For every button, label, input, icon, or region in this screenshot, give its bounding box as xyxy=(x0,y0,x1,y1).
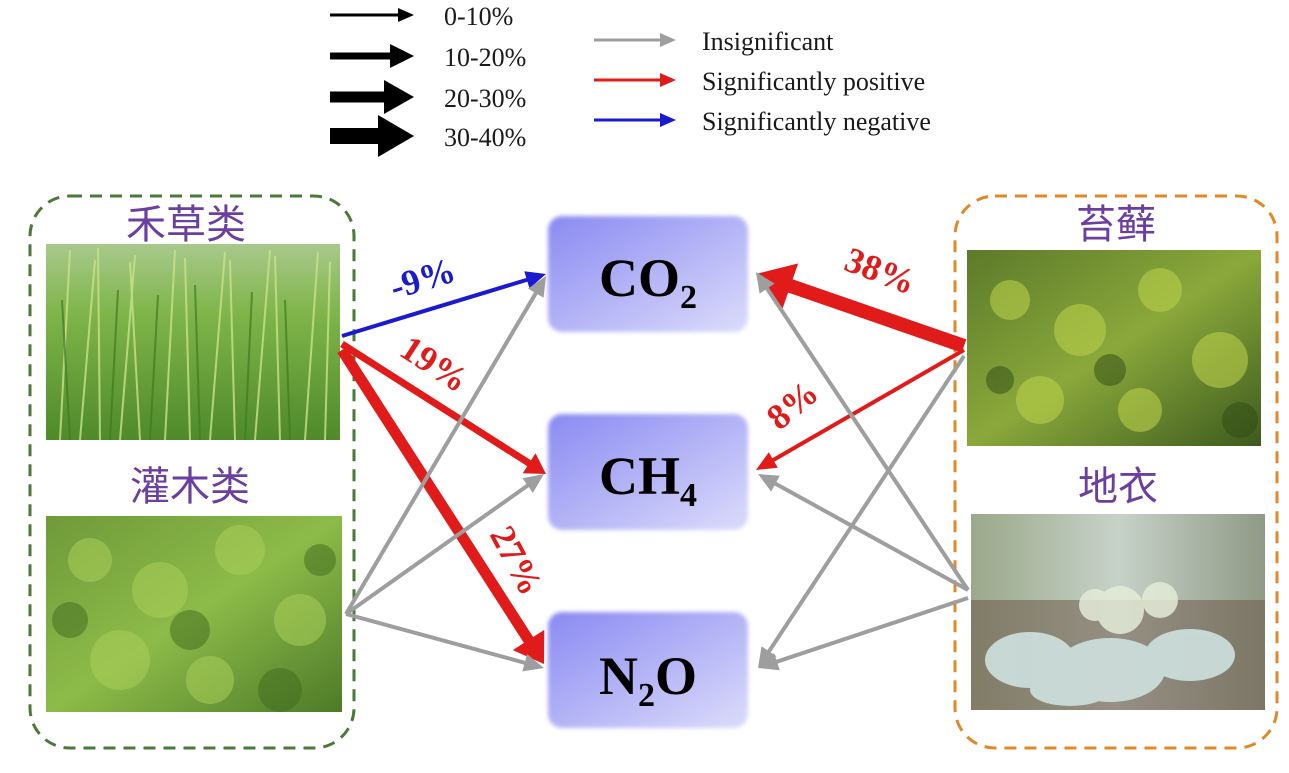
gas-n2o-tail: O xyxy=(655,646,697,706)
arrow-shrub-n2o xyxy=(345,612,544,672)
arrow-lichen-ch4 xyxy=(758,474,969,592)
arrow-lichen-n2o-shaft xyxy=(774,596,969,665)
arrow-grass-co2-shaft xyxy=(341,277,530,338)
arrow-grass-n2o-shaft xyxy=(337,347,535,645)
moss-photo xyxy=(967,250,1261,446)
arrow-shrub-n2o-head xyxy=(522,654,544,672)
lichen-photo xyxy=(971,514,1265,710)
arrow-grass-ch4-head xyxy=(522,453,546,474)
svg-text:N2O: N2O xyxy=(599,646,697,714)
gas-n2o-main: N xyxy=(599,646,638,706)
arrow-moss-co2-shaft xyxy=(786,278,967,353)
effect-label-grass-co2: -9% xyxy=(385,250,460,308)
effect-label-grass-ch4: 19% xyxy=(393,328,475,401)
arrow-shrub-ch4-head xyxy=(522,474,544,493)
arrow-shrub-ch4 xyxy=(344,474,544,616)
grass-label: 禾草类 xyxy=(126,202,246,248)
legend-width-label: 0-10% xyxy=(444,2,513,31)
arrows xyxy=(337,263,970,672)
arrow-moss-ch4 xyxy=(756,348,965,470)
arrow-shrub-co2 xyxy=(344,276,546,616)
arrow-lichen-co2 xyxy=(756,272,970,592)
gas-box-ch4: CH4 xyxy=(548,414,748,530)
shrub-label: 灌木类 xyxy=(130,464,250,510)
grass-photo xyxy=(46,244,340,441)
arrow-moss-co2 xyxy=(756,263,967,353)
shrub-photo xyxy=(46,516,342,712)
moss-label: 苔藓 xyxy=(1076,202,1156,248)
arrow-lichen-ch4-head xyxy=(758,474,780,492)
legend-effect-label: Significantly negative xyxy=(702,107,931,136)
arrow-shrub-ch4-shaft xyxy=(344,482,531,616)
legend-width-item: 20-30% xyxy=(330,80,526,114)
arrow-grass-co2 xyxy=(341,271,546,338)
arrow-grass-co2-head xyxy=(524,271,546,289)
gas-n2o-sub: 2 xyxy=(638,677,655,714)
legend-effect-label: Insignificant xyxy=(702,27,834,56)
legend-effect-label: Significantly positive xyxy=(702,67,925,96)
legend-width-label: 30-40% xyxy=(444,123,526,152)
gas-co2-main: CO xyxy=(599,248,680,308)
arrow-moss-n2o-head xyxy=(758,646,777,668)
legend-effect-item: Significantly positive xyxy=(594,67,925,96)
gas-box-co2: CO2 xyxy=(548,216,748,332)
arrow-moss-ch4-head xyxy=(756,452,778,470)
legend-width-item: 0-10% xyxy=(330,2,513,31)
nonvascular-group-box xyxy=(953,194,1279,750)
arrow-shrub-n2o-shaft xyxy=(345,612,528,666)
vascular-group-box xyxy=(28,194,356,750)
arrow-grass-ch4 xyxy=(340,341,546,474)
legend-width-item: 10-20% xyxy=(330,43,526,72)
arrow-grass-n2o-head xyxy=(512,629,545,664)
lichen-label: 地衣 xyxy=(1078,464,1158,510)
gas-box-n2o: N2O xyxy=(548,612,748,728)
arrow-grass-ch4-shaft xyxy=(340,341,533,468)
arrow-shrub-co2-head xyxy=(528,276,546,298)
legend-width-label: 20-30% xyxy=(444,84,526,113)
legend-width-item: 30-40% xyxy=(330,115,526,157)
legend-width: 0-10% 10-20% 20-30% 30-40% xyxy=(330,2,526,157)
legend-effect-item: Significantly negative xyxy=(594,107,931,136)
legend-effect: Insignificant Significantly positive Sig… xyxy=(594,27,931,136)
arrow-lichen-n2o-head xyxy=(758,653,780,671)
arrow-lichen-co2-shaft xyxy=(764,285,970,592)
gas-ch4-main: CH xyxy=(599,446,680,506)
arrow-moss-n2o xyxy=(758,354,966,668)
effect-label-moss-ch4: 8% xyxy=(759,372,826,437)
legend-effect-item: Insignificant xyxy=(594,27,834,56)
legend-width-label: 10-20% xyxy=(444,43,526,72)
arrow-moss-co2-head xyxy=(756,263,799,309)
effect-label-moss-co2: 38% xyxy=(840,239,922,302)
svg-text:CO2: CO2 xyxy=(599,248,697,316)
arrow-moss-n2o-shaft xyxy=(766,354,966,655)
arrow-grass-n2o xyxy=(337,347,545,664)
arrow-lichen-co2-head xyxy=(756,272,775,294)
svg-text:CH4: CH4 xyxy=(599,446,697,514)
arrow-lichen-n2o xyxy=(758,596,969,671)
arrow-lichen-ch4-shaft xyxy=(772,480,969,592)
gas-ch4-sub: 4 xyxy=(680,477,697,514)
gas-co2-sub: 2 xyxy=(680,279,697,316)
arrow-shrub-co2-shaft xyxy=(344,290,539,616)
arrow-moss-ch4-shaft xyxy=(770,348,965,463)
